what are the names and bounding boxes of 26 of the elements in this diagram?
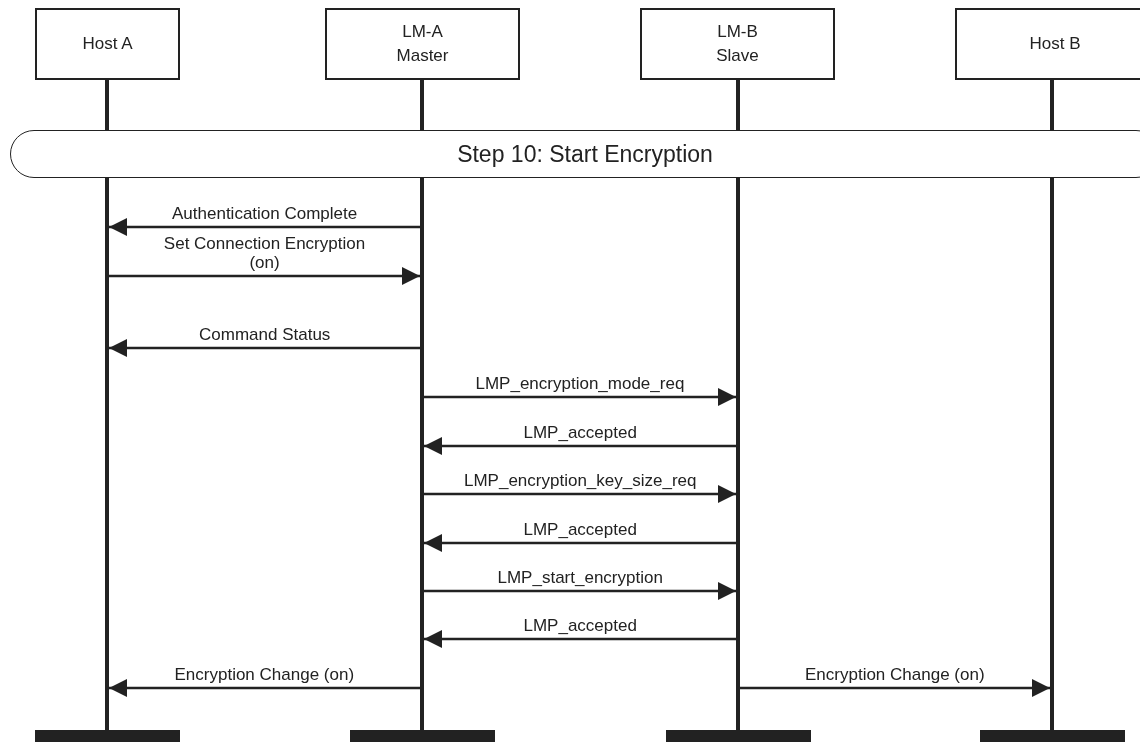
edge-label: LMP_accepted <box>521 423 639 442</box>
edge-label: Encryption Change (on) <box>803 665 987 684</box>
message-arrow <box>740 679 1050 697</box>
message-arrow <box>424 485 736 503</box>
edge-label: LMP_accepted <box>521 520 639 539</box>
message-arrow <box>424 534 736 552</box>
edge-label: Encryption Change (on) <box>172 665 357 684</box>
edge-label: LMP_start_encryption <box>495 568 665 587</box>
edge-label: LMP_accepted <box>521 616 639 635</box>
message-arrow <box>109 267 420 285</box>
message-arrow <box>424 388 736 406</box>
banner-title: Step 10: Start Encryption <box>457 140 713 168</box>
message-arrow <box>424 630 736 648</box>
participant-name: LM-A Master <box>395 21 450 67</box>
participant-name: LM-B Slave <box>715 21 760 67</box>
edge-label: Authentication Complete <box>170 204 360 223</box>
message-arrow <box>424 437 736 455</box>
participant-name: Host A <box>82 33 133 55</box>
message-arrow <box>109 679 420 697</box>
participant-name: Host B <box>1029 33 1081 55</box>
message-arrow <box>109 218 420 236</box>
edge-label: LMP_encryption_key_size_req <box>462 471 699 490</box>
message-arrow <box>424 582 736 600</box>
message-arrow <box>109 339 420 357</box>
step-banner <box>10 130 1140 178</box>
edge-label: LMP_encryption_mode_req <box>473 374 687 393</box>
